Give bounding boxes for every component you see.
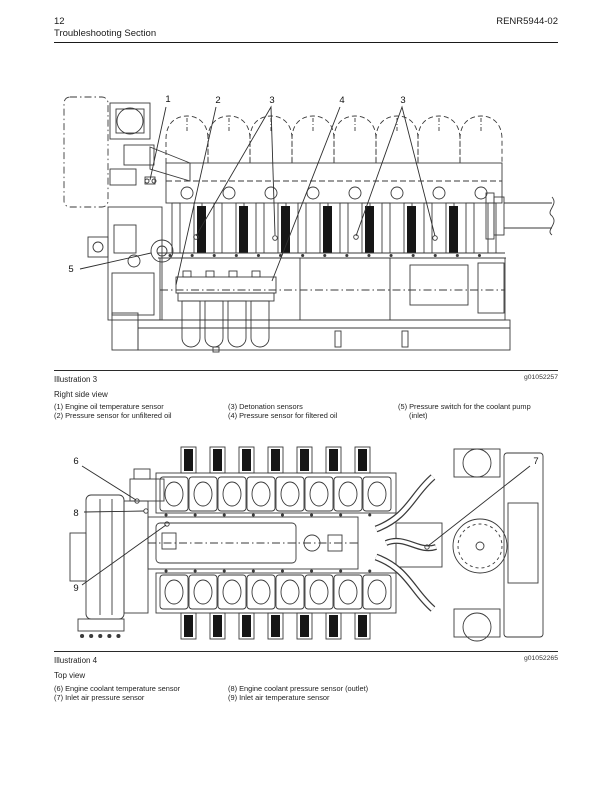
figure-3-legend-col1: (1) Engine oil temperature sensor (2) Pr…	[54, 402, 171, 421]
valve-cover-frames	[180, 446, 371, 640]
figure-4-label: Illustration 4	[54, 656, 98, 665]
pushrod-cover-strips	[197, 206, 458, 253]
figure-3-rule	[54, 370, 558, 371]
callout-9: 9	[73, 583, 78, 594]
engine-body-linework	[63, 96, 555, 353]
legend-item: (5) Pressure switch for the coolant pump	[398, 402, 531, 411]
figure-3-legend-col2: (3) Detonation sensors (4) Pressure sens…	[228, 402, 337, 421]
figure-3-legend-col3: (5) Pressure switch for the coolant pump…	[398, 402, 531, 421]
engine-top-linework	[69, 446, 544, 642]
callout-3b: 3	[400, 95, 405, 106]
callout-2: 2	[215, 95, 220, 106]
callout-7: 7	[533, 456, 538, 467]
legend-item: (6) Engine coolant temperature sensor	[54, 684, 181, 693]
figure-4-view-label: Top view	[54, 671, 86, 680]
callout-5: 5	[68, 264, 73, 275]
figure-3-label: Illustration 3	[54, 375, 98, 384]
legend-item: (4) Pressure sensor for filtered oil	[228, 411, 338, 421]
callout-8: 8	[73, 508, 78, 519]
figure-4-id: g01052265	[523, 655, 558, 662]
header-rule	[54, 42, 558, 43]
page-number: 12	[54, 16, 65, 27]
figure-4-rule	[54, 651, 558, 652]
document-code: RENR5944-02	[496, 16, 558, 27]
figure-3-id: g01052257	[523, 374, 558, 381]
legend-item: (7) Inlet air pressure sensor	[54, 693, 145, 703]
callout-4: 4	[339, 95, 344, 106]
legend-item: (3) Detonation sensors	[228, 402, 303, 411]
legend-item: (inlet)	[409, 411, 428, 421]
figure-3-view-label: Right side view	[54, 390, 108, 399]
legend-item: (8) Engine coolant pressure sensor (outl…	[228, 684, 369, 693]
valve-cover-strips	[184, 449, 367, 637]
callout-3a: 3	[269, 95, 274, 106]
callout-leader-lines	[79, 105, 436, 286]
engine-top-view-figure: 6 7 8 9	[69, 446, 544, 642]
engine-right-side-view-figure: 1 2 3 4 3 5	[63, 94, 555, 353]
callout-leader-lines	[81, 465, 531, 586]
figure-4-legend-col1: (6) Engine coolant temperature sensor (7…	[54, 684, 180, 703]
legend-item: (2) Pressure sensor for unfiltered oil	[54, 411, 172, 421]
legend-item: (9) Inlet air temperature sensor	[228, 693, 330, 703]
figure-4-legend-col2: (8) Engine coolant pressure sensor (outl…	[228, 684, 368, 703]
callout-6: 6	[73, 456, 78, 467]
section-title: Troubleshooting Section	[54, 28, 157, 39]
callout-1: 1	[165, 94, 170, 105]
legend-item: (1) Engine oil temperature sensor	[54, 402, 164, 411]
